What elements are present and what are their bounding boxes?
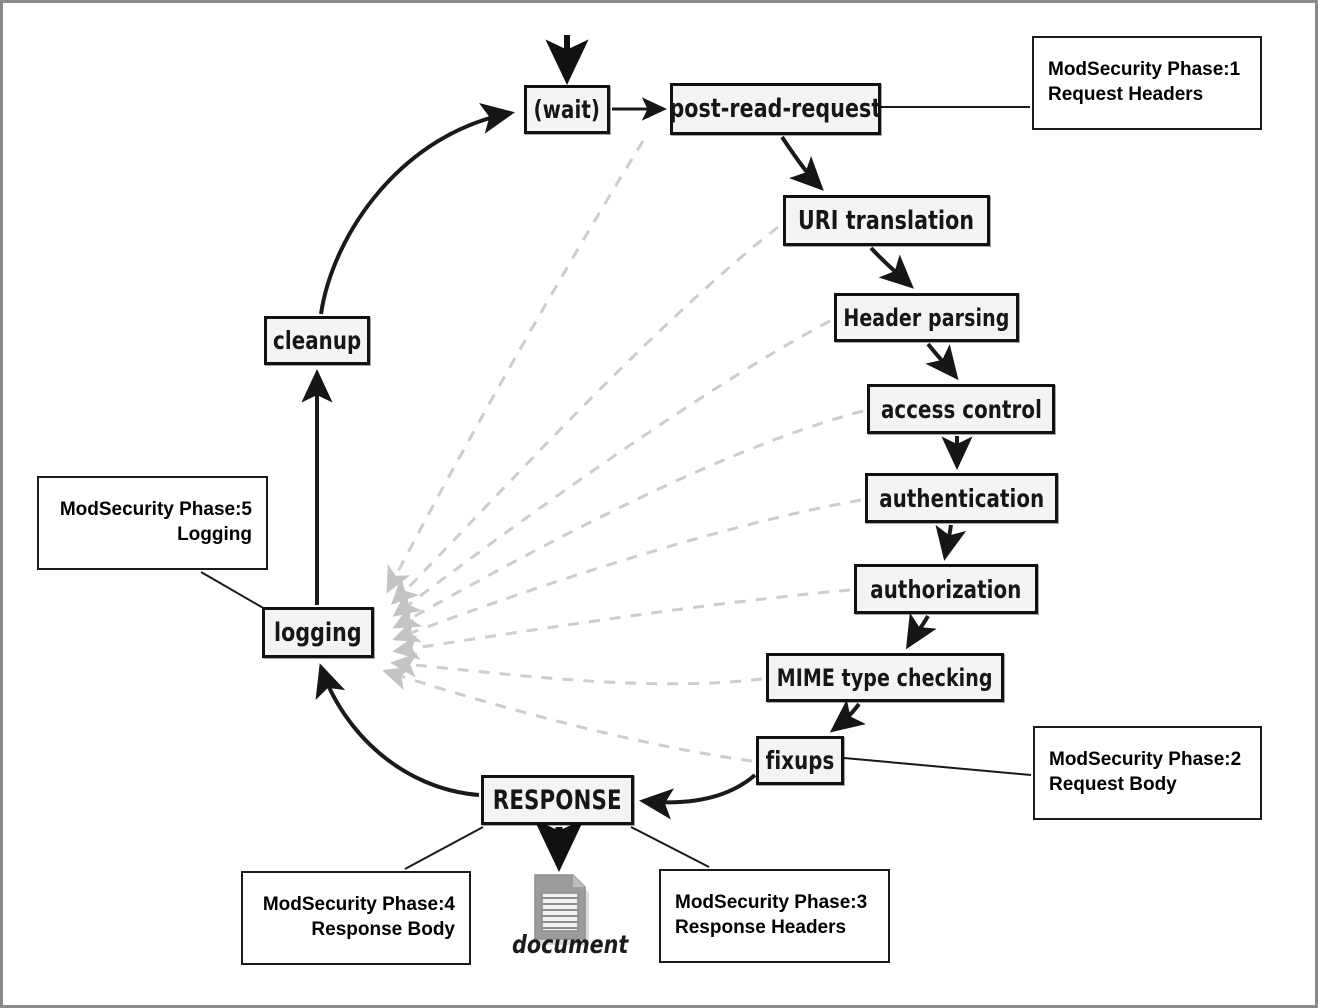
node-fixups[interactable]: fixups <box>756 736 844 785</box>
callout-modsecurity-phase-5[interactable]: ModSecurity Phase:5 Logging <box>37 476 268 570</box>
document-caption: document <box>512 930 629 959</box>
node-authentication-label: authentication <box>878 483 1045 513</box>
dashed-logging-edges <box>382 140 864 763</box>
edge-authentication-to-authorization <box>935 524 967 561</box>
callout-phase-2-line-1: ModSecurity Phase:2 <box>1049 749 1242 771</box>
callout-phase-4-line-1: ModSecurity Phase:4 <box>262 894 455 916</box>
dashed-edge-fixups-to-logging <box>382 666 753 763</box>
node-wait-label: (wait) <box>533 95 601 124</box>
callout-phase-3-line-1: ModSecurity Phase:3 <box>675 892 868 914</box>
edge-response-to-logging <box>315 663 480 797</box>
dashed-edge-authentication-to-logging <box>392 498 862 643</box>
document-page-icon <box>527 867 601 956</box>
dashed-edge-mime-type-checking-to-logging <box>390 652 763 686</box>
callout-leader-lines <box>200 106 1032 870</box>
edge-authorization-to-mime-type-checking <box>905 612 937 650</box>
callout-phase-1-line-2: Request Headers <box>1048 84 1204 105</box>
edge-mime-type-checking-to-fixups <box>829 699 866 733</box>
dashed-edge-access-control-to-logging <box>392 409 864 629</box>
node-cleanup-label: cleanup <box>272 326 362 355</box>
node-response[interactable]: RESPONSE <box>481 775 634 825</box>
node-uri-translation[interactable]: URI translation <box>783 195 990 246</box>
callout-phase-5-line-1: ModSecurity Phase:5 <box>59 499 252 521</box>
edge-uri-translation-to-header-parsing <box>869 246 914 289</box>
dashed-edge-header-parsing-to-logging <box>392 319 831 617</box>
node-authentication[interactable]: authentication <box>865 473 1058 523</box>
node-post-read-request-label: post-read-request <box>669 94 882 124</box>
leader-phase2 <box>843 757 1032 776</box>
callout-modsecurity-phase-1[interactable]: ModSecurity Phase:1 Request Headers <box>1032 36 1262 130</box>
node-access-control-label: access control <box>880 394 1042 424</box>
node-fixups-label: fixups <box>765 746 835 775</box>
callout-modsecurity-phase-4[interactable]: ModSecurity Phase:4 Response Body <box>241 871 471 965</box>
node-logging[interactable]: logging <box>262 607 374 658</box>
callout-modsecurity-phase-3[interactable]: ModSecurity Phase:3 Response Headers <box>659 869 890 963</box>
edge-post-read-request-to-uri-translation <box>780 135 824 191</box>
leader-phase3 <box>630 826 710 868</box>
node-header-parsing[interactable]: Header parsing <box>834 293 1019 342</box>
callout-modsecurity-phase-2[interactable]: ModSecurity Phase:2 Request Body <box>1033 726 1262 820</box>
node-authorization-label: authorization <box>870 574 1022 604</box>
leader-phase4 <box>404 826 484 870</box>
connector-layer <box>200 35 1032 873</box>
dashed-edge-authorization-to-logging <box>392 588 851 660</box>
node-mime-type-checking-label: MIME type checking <box>777 663 993 692</box>
callout-phase-5-line-2: Logging <box>177 524 252 545</box>
node-logging-label: logging <box>274 617 362 648</box>
dashed-edge-post-read-request-to-logging <box>386 140 645 594</box>
edge-cleanup-to-wait <box>319 103 515 315</box>
node-response-label: RESPONSE <box>493 784 622 816</box>
dashed-edge-uri-translation-to-logging <box>390 225 779 606</box>
node-mime-type-checking[interactable]: MIME type checking <box>766 653 1004 702</box>
callout-phase-4-line-2: Response Body <box>311 919 455 940</box>
leader-phase5 <box>200 571 266 610</box>
edge-header-parsing-to-access-control <box>925 342 959 381</box>
node-post-read-request[interactable]: post-read-request <box>670 83 881 135</box>
node-uri-translation-label: URI translation <box>798 205 975 236</box>
callout-phase-2-line-2: Request Body <box>1049 774 1177 795</box>
node-wait[interactable]: (wait) <box>524 85 610 134</box>
callout-phase-3-line-2: Response Headers <box>675 917 847 938</box>
callout-phase-1-line-1: ModSecurity Phase:1 <box>1048 59 1241 81</box>
node-access-control[interactable]: access control <box>867 384 1055 434</box>
node-authorization[interactable]: authorization <box>854 564 1038 614</box>
node-cleanup[interactable]: cleanup <box>264 316 370 365</box>
edge-fixups-to-response <box>639 773 757 820</box>
node-header-parsing-label: Header parsing <box>843 303 1010 332</box>
